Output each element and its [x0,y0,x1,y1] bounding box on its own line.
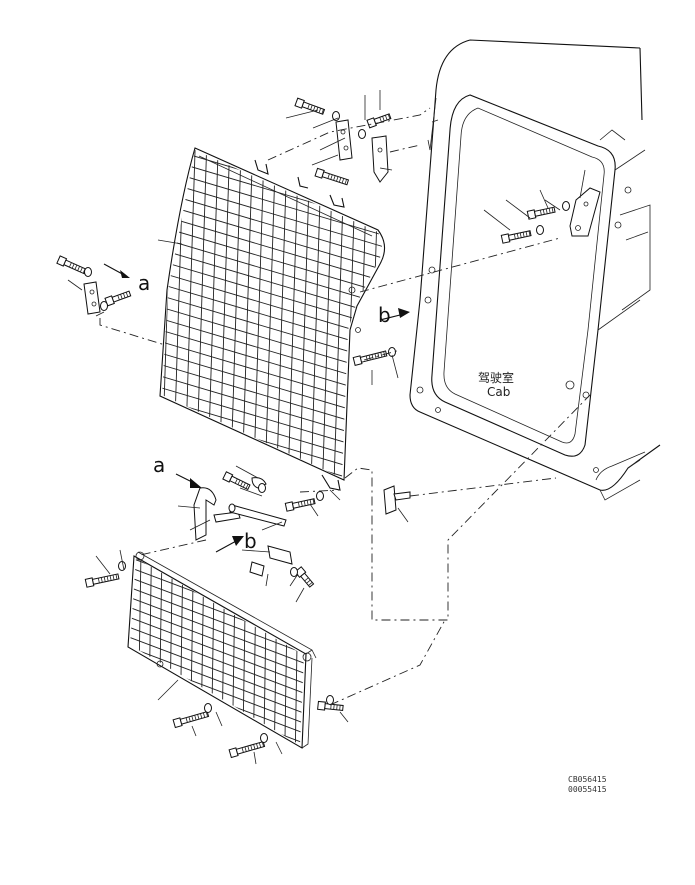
callout-b-lower: b [244,529,257,553]
bolt [84,573,120,588]
bolt [294,97,326,115]
callout-a-upper: a [138,271,150,295]
washer [260,733,268,743]
callout-a-lower: a [153,453,165,477]
leader-lines [67,90,586,765]
washer [100,301,108,311]
bolt [314,167,350,186]
cab-label-jp: 驾驶室 [478,370,514,385]
washer [358,129,366,139]
hinge-bracket-a [193,487,241,541]
callout-b-upper: b [378,303,391,327]
assembly-lines [99,107,591,706]
bolt [526,206,556,220]
cab-bracket [569,187,601,237]
washer [258,483,266,493]
washer [326,695,334,705]
drawing-code-1: CB056415 [568,775,607,784]
washer [84,267,92,277]
callout-arrows [103,263,410,553]
washer [204,703,212,713]
bolt [222,471,251,491]
bolt [56,255,87,275]
bolt [172,710,210,729]
cab-frame [409,39,661,501]
lower-guard [127,551,317,749]
bolt [284,498,316,512]
bolt [366,113,392,129]
washer [118,561,126,571]
drawing-code-2: 00055415 [568,785,607,794]
bolt [104,290,132,307]
washer [290,567,298,577]
hinge-pin [228,503,287,527]
bolt [317,700,344,712]
bolt [500,230,532,244]
bolt [228,740,266,759]
washer [562,201,570,211]
washer [536,225,544,235]
upper-bracket-left [83,281,101,315]
bolt [294,566,315,588]
lock-plate-b [249,545,293,577]
cab-label-en: Cab [487,385,510,399]
stay-bracket [383,485,411,515]
washer [316,491,324,501]
bolt [352,350,388,366]
